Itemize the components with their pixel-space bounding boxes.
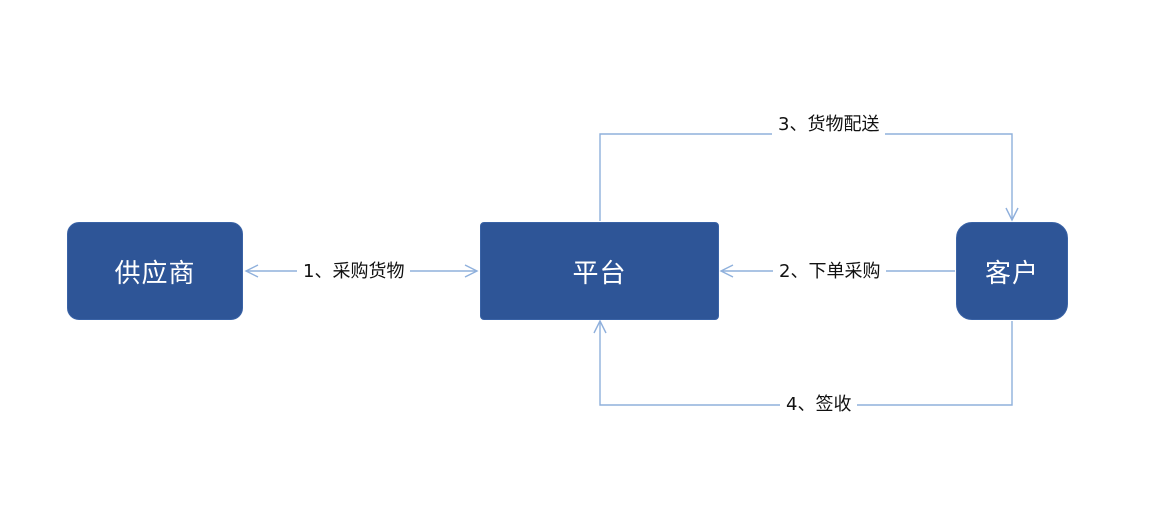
supplier-node: 供应商	[67, 222, 243, 320]
customer-node: 客户	[956, 222, 1068, 320]
edge-label-sign-receipt: 4、签收	[780, 394, 858, 416]
platform-label: 平台	[572, 258, 627, 289]
platform-node: 平台	[480, 222, 719, 320]
arrowhead-to-platform-left	[464, 264, 479, 278]
edge-sign-receipt-line	[599, 321, 1013, 406]
edge-label-purchase-goods: 1、采购货物	[297, 261, 411, 283]
arrowhead-to-platform-right	[719, 264, 734, 278]
edge-label-place-order: 2、下单采购	[773, 261, 887, 283]
edge-label-delivery: 3、货物配送	[772, 114, 886, 136]
edge-delivery-line	[599, 133, 1013, 221]
customer-label: 客户	[984, 258, 1039, 289]
supplier-label: 供应商	[114, 258, 196, 289]
arrowhead-to-customer	[1005, 207, 1019, 222]
arrowhead-to-supplier	[244, 264, 259, 278]
arrowhead-to-platform-bottom	[593, 319, 607, 334]
